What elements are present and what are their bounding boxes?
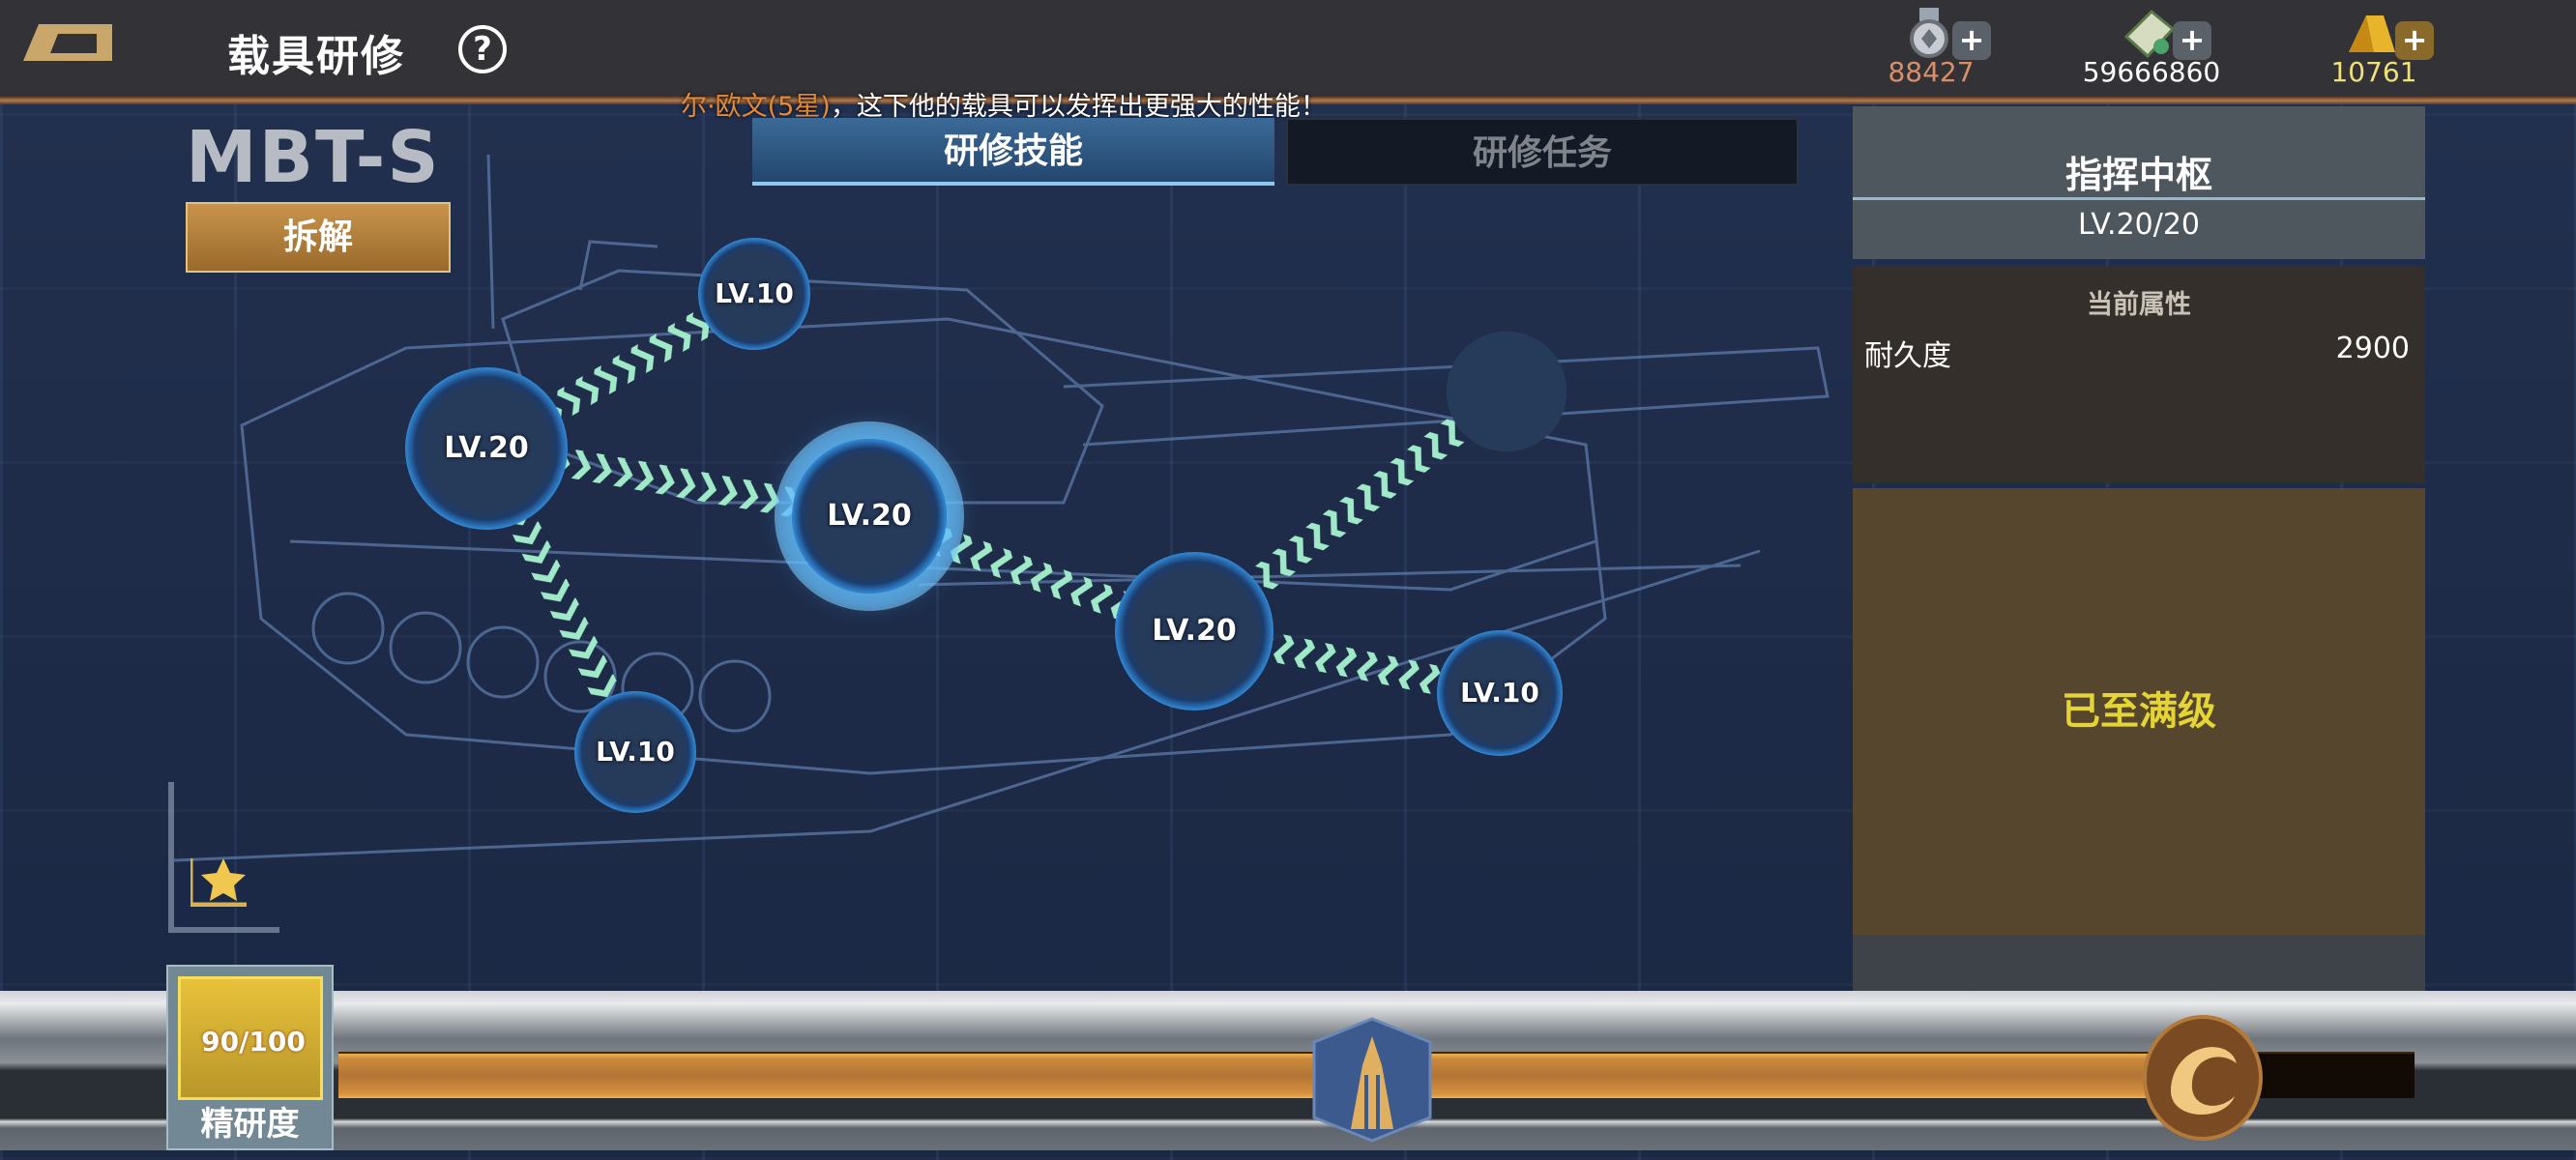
precision-counter: 90/100 精研度 (166, 965, 334, 1150)
add-gold-button[interactable]: + (2395, 21, 2434, 60)
node-links (473, 281, 1516, 759)
tab-research-skills[interactable]: 研修技能 (752, 118, 1274, 186)
skill-node[interactable]: LV.20 (1115, 552, 1273, 710)
skill-node-selected[interactable]: LV.20 (792, 439, 947, 594)
header-divider (0, 97, 2576, 104)
divider (1853, 197, 2425, 200)
skill-title: 指挥中枢 (2064, 154, 2212, 196)
currency-gold: + 10761 (2297, 8, 2451, 95)
currency-cash: + 59666860 (2074, 8, 2229, 95)
precision-badge: 90/100 (178, 976, 323, 1100)
help-icon[interactable]: ? (458, 25, 507, 73)
gold-bar-icon (2349, 15, 2395, 52)
cash-value: 59666860 (2082, 56, 2221, 88)
node-level-label: LV.10 (715, 277, 794, 309)
add-medal-button[interactable]: + (1952, 21, 1991, 60)
tab-research-tasks[interactable]: 研修任务 (1286, 118, 1799, 186)
ticker-highlight: 尔·欧文(5星) (681, 92, 831, 122)
node-level-label: LV.20 (1152, 614, 1237, 648)
medal-value: 88427 (1888, 56, 1975, 88)
attributes-section: 当前属性 耐久度 2900 (1853, 266, 2425, 483)
skill-level: LV.20/20 (2077, 208, 2201, 242)
tank-wireframe (168, 154, 1830, 933)
node-level-label: LV.10 (596, 736, 675, 768)
node-level-label: LV.10 (1460, 677, 1539, 709)
skill-node[interactable]: LV.20 (405, 367, 568, 530)
cash-icon (2123, 9, 2176, 59)
currency-medal: + 88427 (1854, 8, 2008, 95)
node-link (1185, 380, 1516, 643)
node-link (483, 434, 872, 531)
node-link (864, 502, 1200, 646)
precision-value: 90/100 (201, 1026, 306, 1058)
star-rank-icon (190, 858, 247, 907)
page-title: 载具研修 (227, 32, 405, 81)
panel-footer (1853, 935, 2425, 993)
max-level-status: 已至满级 (1853, 488, 2425, 935)
dismantle-button[interactable]: 拆解 (186, 202, 451, 273)
vehicle-name: MBT-S (186, 116, 441, 199)
medal-icon (1910, 8, 1948, 58)
node-level-label: LV.20 (444, 431, 529, 465)
ticker-text: ，这下他的载具可以发挥出更强大的性能！ (830, 92, 1327, 122)
milestone-badge-icon[interactable] (1310, 1017, 1434, 1143)
detail-header: 指挥中枢 LV.20/20 (1853, 106, 2425, 259)
ticker-message: 尔·欧文(5星)，这下他的载具可以发挥出更强大的性能！ (681, 85, 1327, 123)
progress-fill (338, 1054, 2208, 1098)
attributes-header: 当前属性 (2087, 290, 2191, 320)
skill-node[interactable]: LV.10 (574, 691, 696, 813)
top-bar: 载具研修 ? + 88427 + 59666860 + 10761 (0, 0, 2576, 99)
back-button[interactable] (19, 16, 124, 67)
skill-node[interactable]: LV.10 (698, 238, 810, 350)
skill-node[interactable] (1447, 332, 1566, 451)
skill-node[interactable]: LV.10 (1437, 630, 1563, 756)
skill-detail-panel: 指挥中枢 LV.20/20 当前属性 耐久度 2900 已至满级 (1853, 106, 2425, 993)
node-level-label: LV.20 (827, 499, 912, 533)
reward-medallion-icon[interactable] (2142, 1015, 2264, 1141)
attribute-value: 2900 (2335, 332, 2410, 365)
attribute-name: 耐久度 (1864, 339, 1951, 373)
gold-value: 10761 (2330, 56, 2417, 88)
precision-label: 精研度 (200, 1105, 300, 1144)
add-cash-button[interactable]: + (2173, 21, 2211, 60)
skill-tree (168, 154, 1830, 933)
